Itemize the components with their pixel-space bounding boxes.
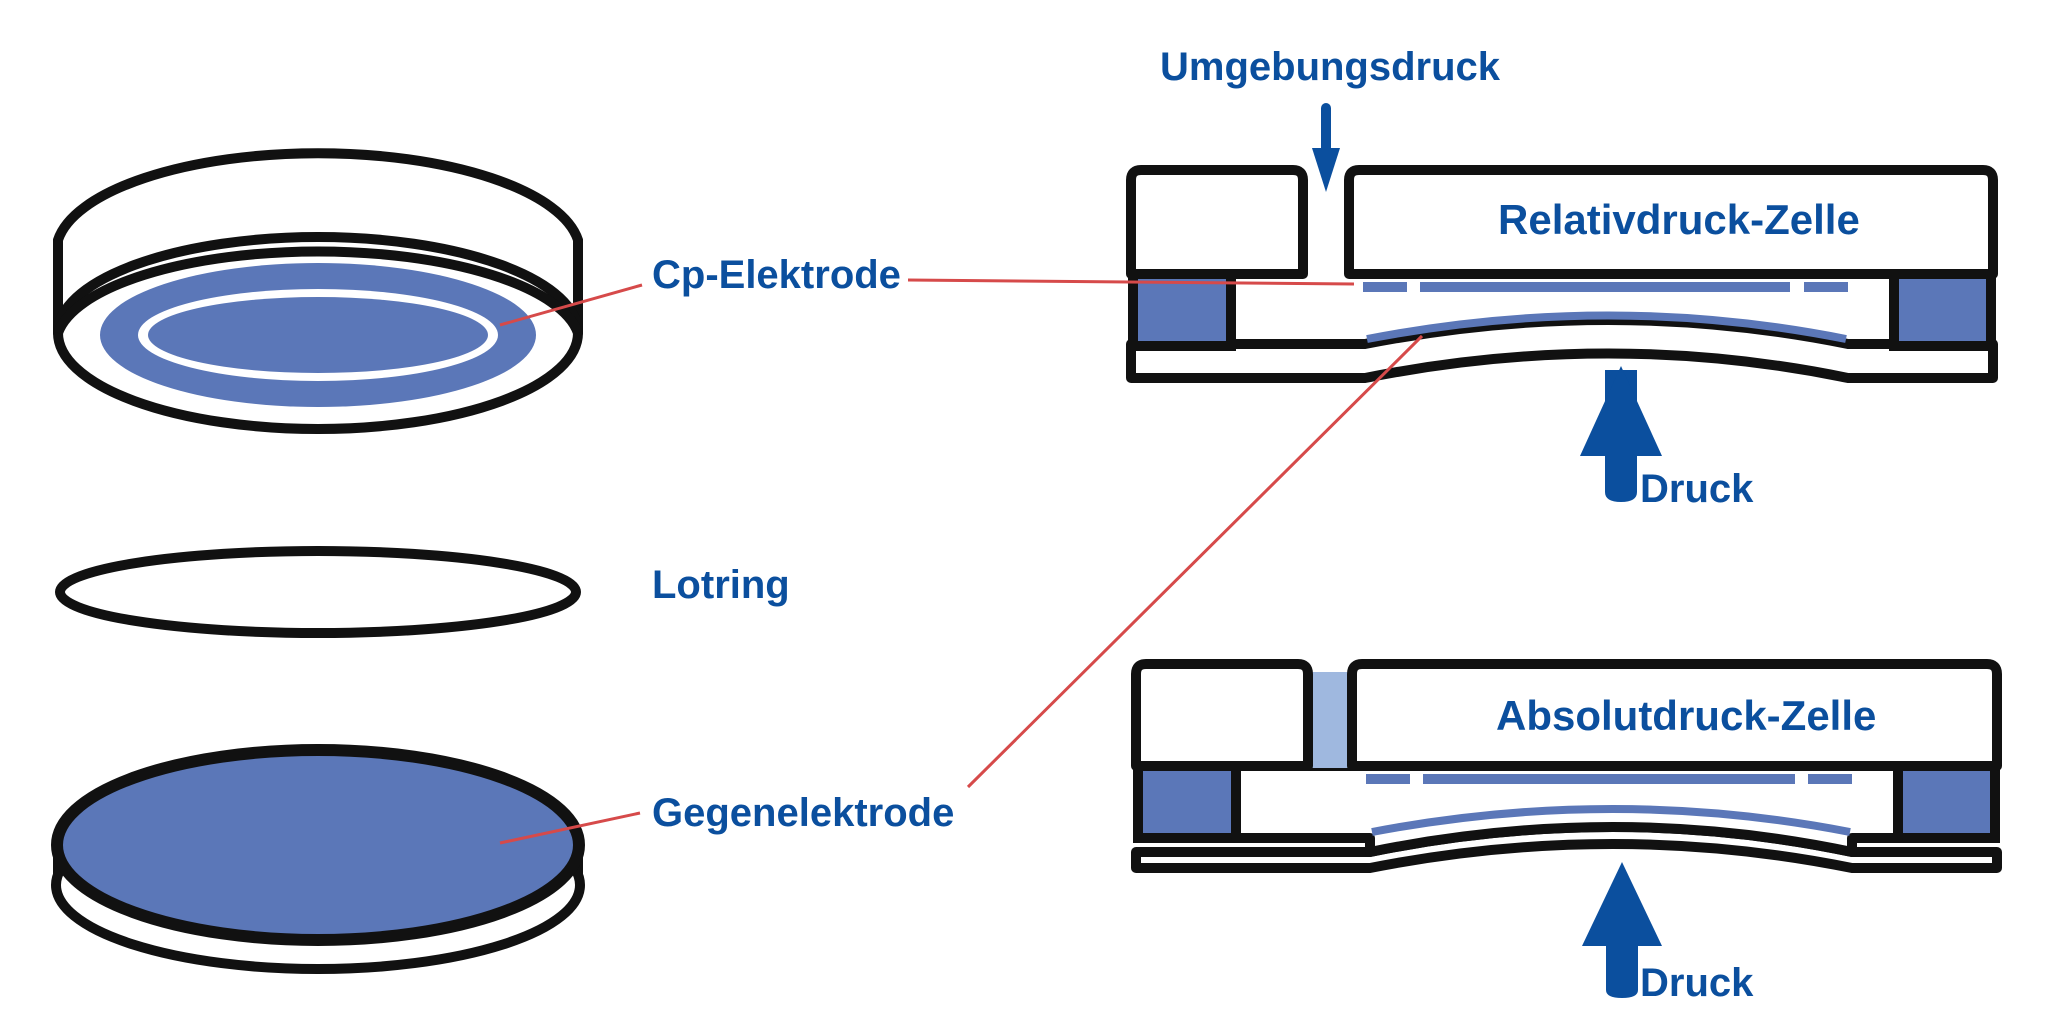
cp-electrode-center [148,297,488,373]
relative-pressure-cell [1126,165,1998,383]
ambient-pressure-arrow [1312,103,1340,192]
leader-gegen-to-disk [499,811,641,845]
relative-cell-label: Relativdruck-Zelle [1498,196,1860,243]
absolute-pressure-cell [1131,659,2002,873]
pressure-label-top: Druck [1640,467,1754,511]
pressure-arrow-top [1580,366,1662,502]
solder-ring-label: Lotring [652,563,790,607]
pressure-arrow-bottom [1582,862,1662,998]
counter-electrode-label: Gegenelektrode [652,791,954,835]
leader-lines [499,278,1424,845]
top-disk [53,148,583,434]
bottom-disk [51,744,585,974]
leader-cp-to-cell [907,278,1355,286]
solder-ring [55,546,581,638]
leader-gegen-to-cell [966,334,1424,789]
absolute-cell-label: Absolutdruck-Zelle [1496,692,1876,739]
ambient-pressure-label: Umgebungsdruck [1160,45,1501,89]
leader-cp-to-disk [499,283,643,327]
pressure-label-bottom: Druck [1640,961,1754,1005]
counter-electrode [51,744,585,946]
sealed-gap [1308,672,1352,768]
spacer-right [1889,269,1996,351]
spacer-left [1128,269,1236,351]
cp-electrode-label: Cp-Elektrode [652,253,901,297]
